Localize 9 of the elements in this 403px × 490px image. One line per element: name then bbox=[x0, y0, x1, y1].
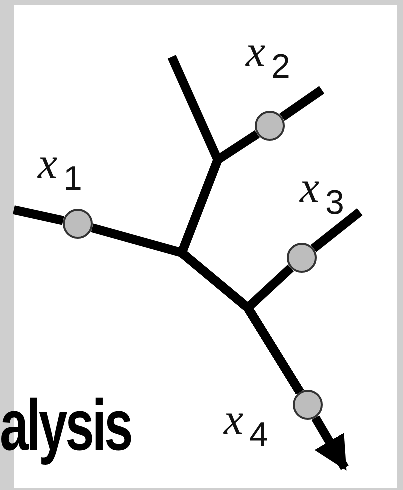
variable-label: x$_{4}$ bbox=[224, 398, 268, 452]
variable-label: x$_{1}$ bbox=[38, 142, 82, 196]
branch-line bbox=[280, 86, 325, 122]
variable-label: x$_{2}$ bbox=[246, 30, 290, 84]
branch-line bbox=[310, 208, 363, 252]
arrow bbox=[312, 416, 349, 471]
branch-line bbox=[244, 264, 304, 395]
variable-label: x$_{3}$ bbox=[300, 166, 344, 220]
branch-line bbox=[13, 206, 64, 226]
